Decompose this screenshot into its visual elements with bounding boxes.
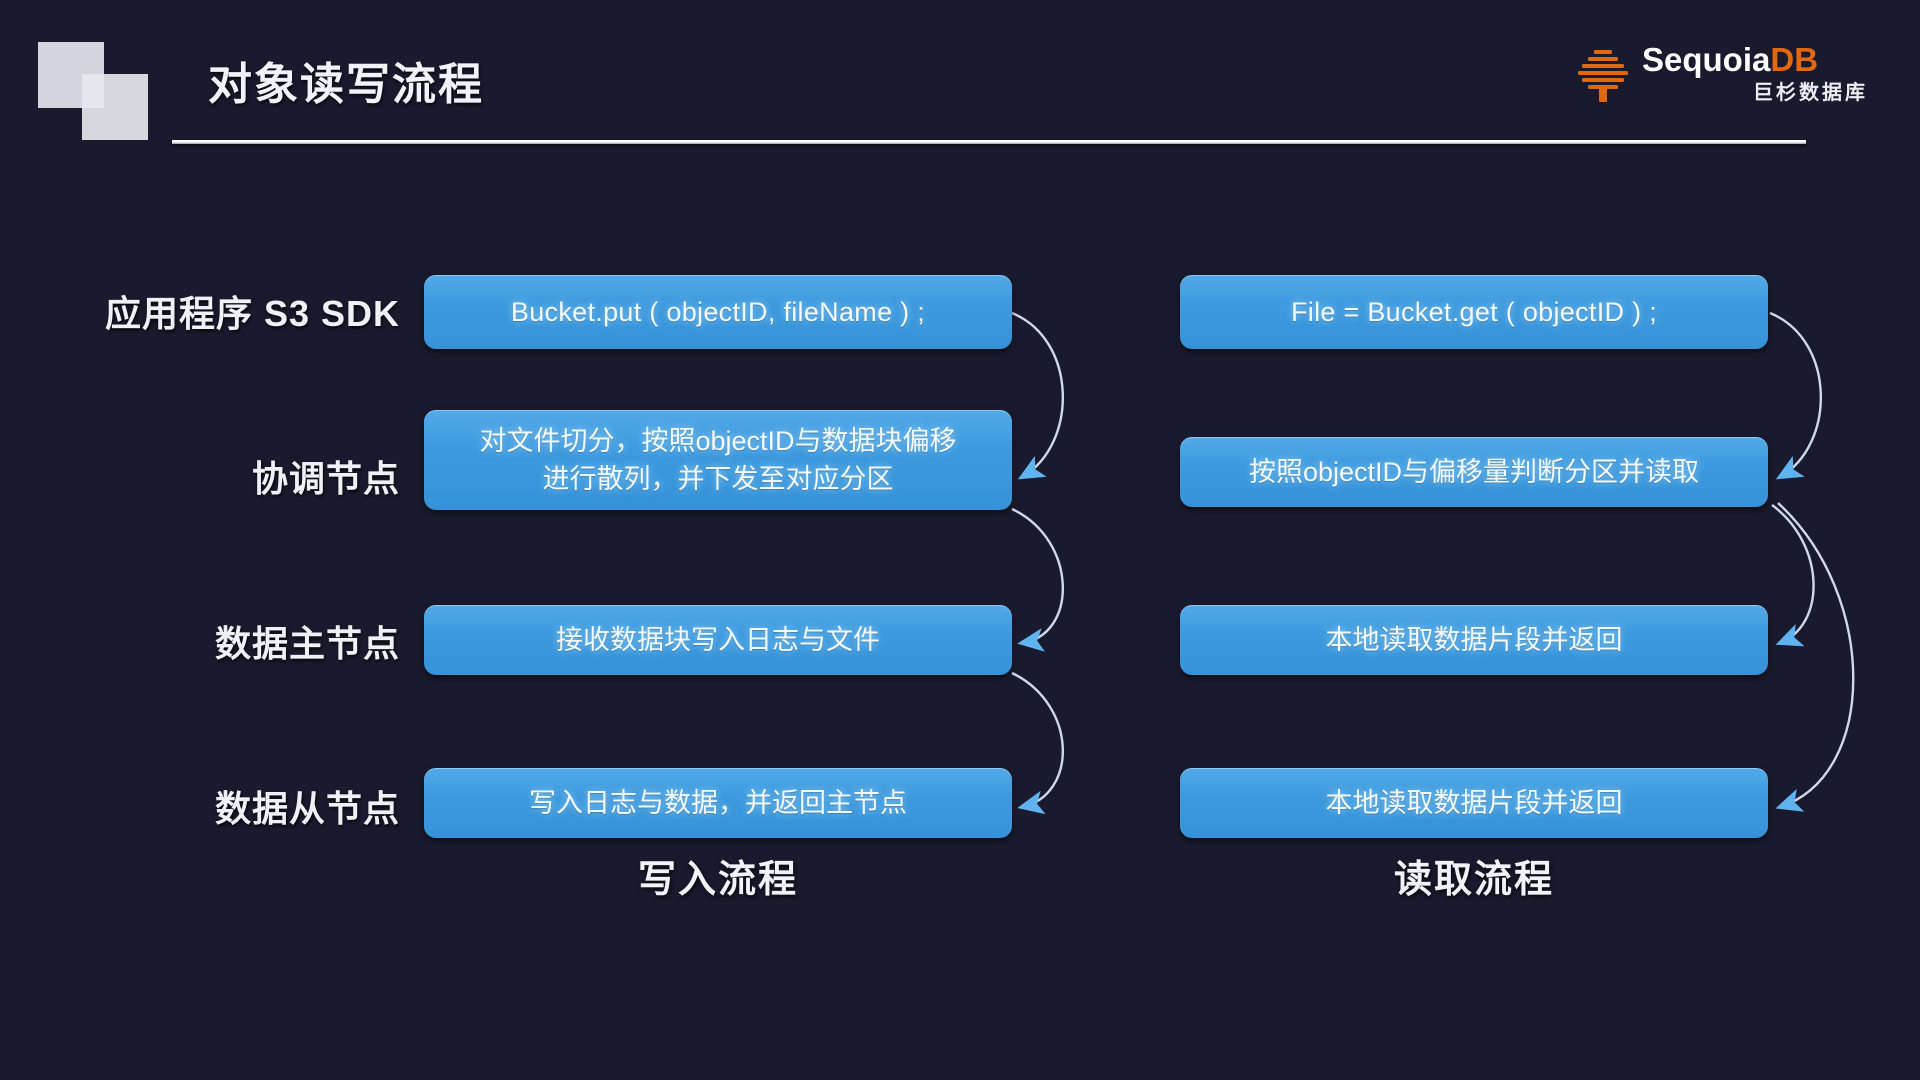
square-front-icon: [82, 74, 148, 140]
write-step-1-box[interactable]: Bucket.put ( objectID, fileName ) ;: [424, 275, 1012, 349]
write-step-2-text-line1: 对文件切分，按照objectID与数据块偏移: [479, 426, 957, 456]
row-label-data-secondary: 数据从节点: [214, 788, 400, 829]
read-step-1-box[interactable]: File = Bucket.get ( objectID ) ;: [1180, 275, 1768, 349]
row-label-application: 应用程序 S3 SDK: [104, 293, 400, 334]
write-step-3-box[interactable]: 接收数据块写入日志与文件: [424, 605, 1012, 675]
read-arrow-2-to-4: [1775, 502, 1855, 812]
row-label-data-primary: 数据主节点: [214, 623, 400, 664]
write-arrow-1-to-2: [1011, 311, 1064, 480]
read-step-3-box[interactable]: 本地读取数据片段并返回: [1180, 605, 1768, 675]
decorative-squares-logo: [38, 42, 148, 140]
title-underline-rule: [172, 140, 1806, 144]
sequoia-tree-icon: [1572, 44, 1634, 106]
read-arrow-1-to-2: [1769, 311, 1822, 480]
read-arrow-2-to-3: [1771, 504, 1815, 647]
read-step-1-text: File = Bucket.get ( objectID ) ;: [1291, 297, 1657, 327]
read-flow-caption: 读取流程: [1393, 859, 1554, 901]
page-title: 对象读写流程: [208, 60, 484, 109]
write-step-3-text: 接收数据块写入日志与文件: [556, 625, 880, 655]
read-step-2-box[interactable]: 按照objectID与偏移量判断分区并读取: [1180, 437, 1768, 507]
read-step-3-text: 本地读取数据片段并返回: [1325, 625, 1623, 655]
brand-name: SequoiaDB: [1642, 40, 1872, 80]
write-arrow-3-to-4: [1011, 671, 1064, 815]
brand-logo: SequoiaDB 巨杉数据库: [1572, 34, 1872, 126]
write-step-4-box[interactable]: 写入日志与数据，并返回主节点: [424, 768, 1012, 838]
brand-name-secondary: DB: [1770, 41, 1819, 78]
write-step-1-text: Bucket.put ( objectID, fileName ) ;: [510, 297, 926, 327]
read-step-4-text: 本地读取数据片段并返回: [1325, 788, 1623, 818]
read-step-2-text: 按照objectID与偏移量判断分区并读取: [1248, 457, 1700, 487]
write-step-4-text: 写入日志与数据，并返回主节点: [529, 788, 907, 818]
brand-name-primary: Sequoia: [1642, 41, 1771, 78]
row-label-coordinator: 协调节点: [251, 458, 400, 499]
write-step-2-text-line2: 进行散列，并下发至对应分区: [542, 464, 894, 494]
brand-text: SequoiaDB 巨杉数据库: [1642, 40, 1872, 106]
write-step-2-box[interactable]: 对文件切分，按照objectID与数据块偏移 进行散列，并下发至对应分区: [424, 410, 1012, 510]
write-flow-caption: 写入流程: [637, 859, 798, 901]
write-arrow-2-to-3: [1011, 507, 1064, 652]
slide-header: 对象读写流程 SequoiaDB 巨杉数: [0, 0, 1920, 165]
brand-subtitle: 巨杉数据库: [1753, 82, 1868, 104]
flow-diagram: 应用程序 S3 SDK 协调节点 数据主节点 数据从节点 Bucket.put …: [0, 165, 1920, 1080]
read-step-4-box[interactable]: 本地读取数据片段并返回: [1180, 768, 1768, 838]
